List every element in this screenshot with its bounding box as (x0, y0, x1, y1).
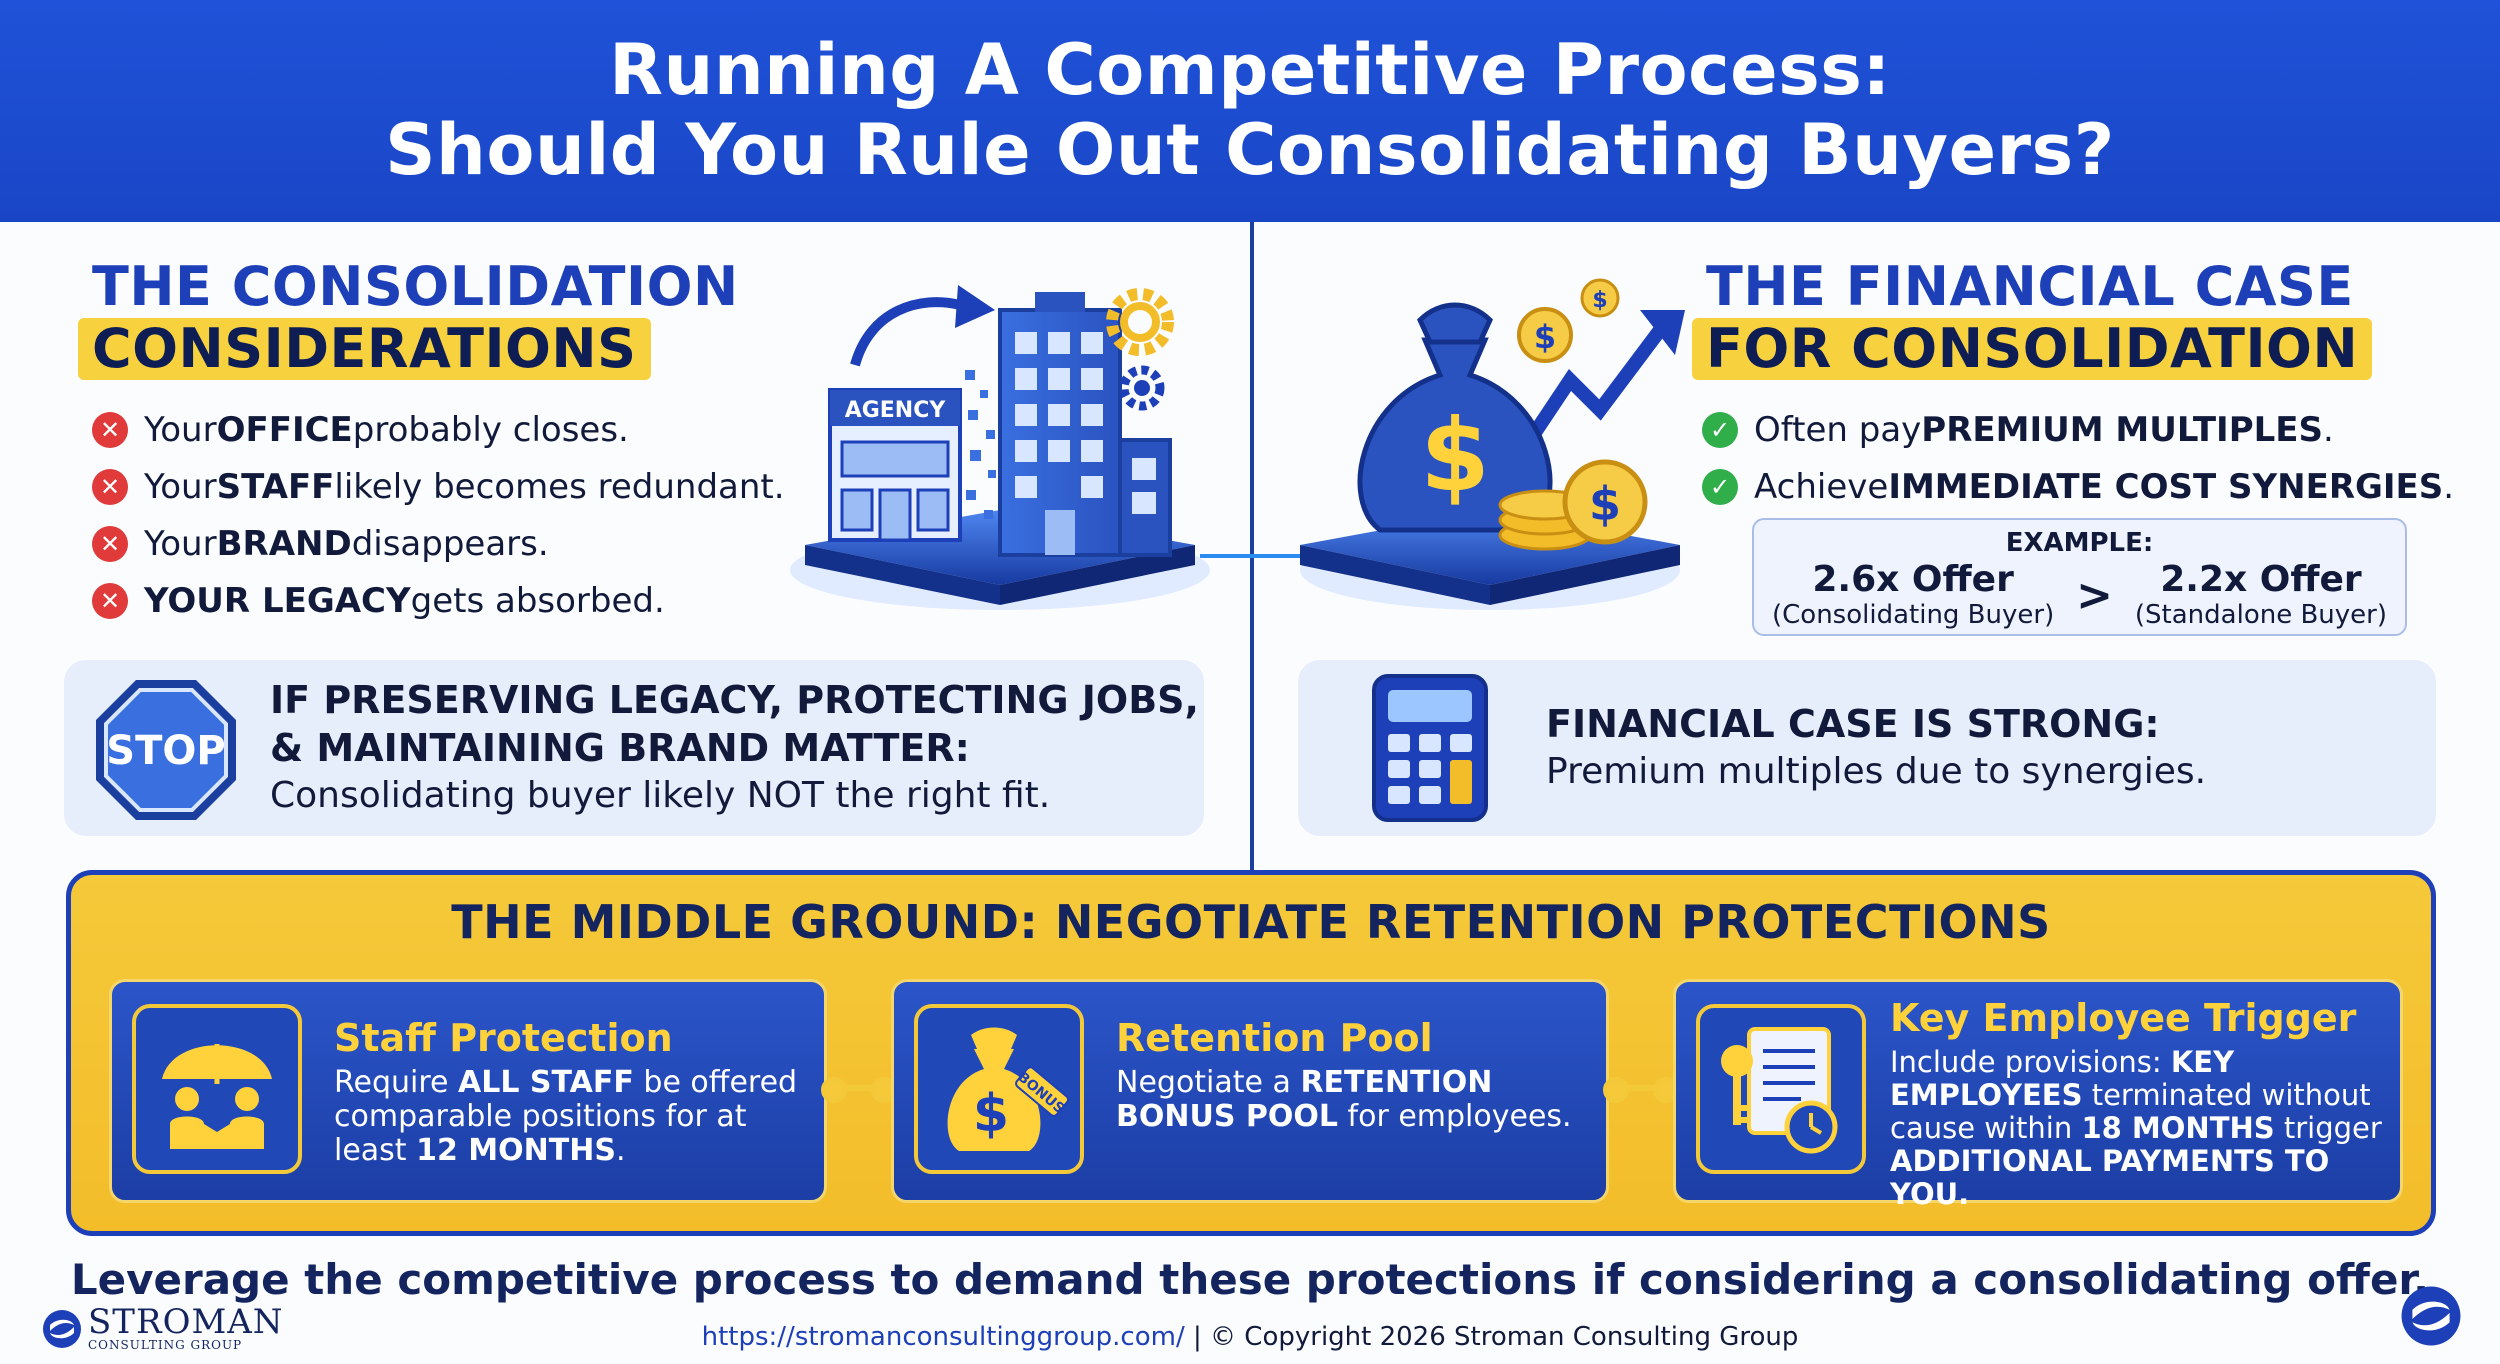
list-item: ✓Often pay PREMIUM MULTIPLES. (1702, 401, 2454, 458)
retention-pool-text: Negotiate a RETENTION BONUS POOL for emp… (1116, 1065, 1572, 1134)
umbrella-handshake-icon (162, 1044, 272, 1149)
card-connector (1603, 1077, 1679, 1103)
umbrella-icon-frame (132, 1004, 302, 1174)
example-box: EXAMPLE: 2.6x Offer (Consolidating Buyer… (1752, 518, 2407, 636)
stroman-logo-icon (2401, 1286, 2461, 1346)
coin-icon (1580, 278, 1620, 318)
key-employee-title: Key Employee Trigger (1890, 996, 2357, 1040)
financial-panel-text: Premium multiples due to synergies. (1546, 751, 2207, 792)
middle-ground-section: THE MIDDLE GROUND: NEGOTIATE RETENTION P… (66, 870, 2436, 1236)
standalone-offer: 2.2x Offer (2160, 559, 2362, 600)
retention-pool-title: Retention Pool (1116, 1016, 1433, 1060)
list-item: ✕Your BRAND disappears. (92, 515, 785, 572)
illustration-connector (1200, 554, 1310, 558)
card-connector (821, 1077, 897, 1103)
financial-heading: THE FINANCIAL CASE FOR CONSOLIDATION (1692, 255, 2373, 380)
consolidation-heading-line1: THE CONSOLIDATION (92, 255, 739, 318)
gear-icon (1106, 288, 1174, 356)
page-title-line1: Running A Competitive Process: (609, 29, 1891, 111)
greater-than-sign: > (2076, 569, 2113, 621)
financial-panel-heading: FINANCIAL CASE IS STRONG: (1546, 702, 2160, 746)
standalone-offer-label: (Standalone Buyer) (2134, 600, 2387, 630)
coin-icon (1517, 307, 1573, 363)
svg-text:$: $ (1534, 318, 1556, 356)
footer-message: Leverage the competitive process to dema… (70, 1255, 2430, 1304)
financial-panel: FINANCIAL CASE IS STRONG: Premium multip… (1298, 660, 2436, 836)
money-bag-icon-frame: $ BONUS (914, 1004, 1084, 1174)
consolidating-offer-label: (Consolidating Buyer) (1772, 600, 2055, 630)
gear-icon (1119, 365, 1165, 411)
contract-key-stopwatch-icon (1721, 1027, 1838, 1154)
legacy-panel: STOP IF PRESERVING LEGACY, PROTECTING JO… (64, 660, 1204, 836)
x-circle-icon: ✕ (92, 468, 128, 505)
key-employee-card: Key Employee Trigger Include provisions:… (1673, 979, 2403, 1211)
money-bag-illustration: $ $ $ $ (1300, 278, 1685, 610)
staff-protection-card: Staff Protection Require ALL STAFF be of… (109, 979, 827, 1203)
legacy-text: Consolidating buyer likely NOT the right… (270, 775, 1051, 816)
middle-ground-title: THE MIDDLE GROUND: NEGOTIATE RETENTION P… (451, 895, 2051, 949)
list-item: ✕YOUR LEGACY gets absorbed. (92, 572, 785, 629)
agency-merger-illustration: AGENCY (790, 285, 1210, 610)
example-label: EXAMPLE: (2005, 528, 2154, 558)
x-circle-icon: ✕ (92, 582, 128, 619)
website-link[interactable]: https://stromanconsultinggroup.com/ (701, 1322, 1185, 1352)
calculator-icon (1372, 674, 1488, 822)
consideration-list: ✕Your OFFICE probably closes. ✕Your STAF… (92, 401, 785, 629)
stop-sign-icon: STOP (96, 680, 236, 820)
page-title-line2: Should You Rule Out Consolidating Buyers… (385, 109, 2115, 191)
list-item: ✕Your STAFF likely becomes redundant. (92, 458, 785, 515)
column-divider (1250, 222, 1254, 870)
staff-protection-title: Staff Protection (334, 1016, 673, 1060)
coin-icon (1562, 459, 1648, 545)
list-item: ✕Your OFFICE probably closes. (92, 401, 785, 458)
consolidating-offer: 2.6x Offer (1812, 559, 2014, 600)
bonus-bag-icon: $ BONUS (947, 1027, 1069, 1151)
consolidation-heading: THE CONSOLIDATION CONSIDERATIONS (78, 255, 739, 380)
check-circle-icon: ✓ (1702, 411, 1738, 448)
x-circle-icon: ✕ (92, 525, 128, 562)
dollar-icon: $ (1420, 397, 1490, 514)
financial-heading-line1: THE FINANCIAL CASE (1706, 255, 2354, 318)
svg-text:$: $ (1589, 477, 1621, 531)
stroman-logo-icon (43, 1310, 81, 1348)
staff-protection-text: Require ALL STAFF be offered comparable … (334, 1065, 798, 1168)
footer-line: https://stromanconsultinggroup.com/ | © … (701, 1322, 1799, 1352)
retention-pool-card: $ BONUS Retention Pool Negotiate a RETEN… (891, 979, 1609, 1203)
header-banner: Running A Competitive Process: Should Yo… (0, 0, 2500, 222)
svg-text:STOP: STOP (106, 728, 225, 774)
list-item: ✓Achieve IMMEDIATE COST SYNERGIES. (1702, 458, 2454, 515)
svg-text:$: $ (1592, 288, 1607, 313)
company-logo: STROMAN CONSULTING GROUP (42, 1302, 284, 1352)
x-circle-icon: ✕ (92, 411, 128, 448)
financial-heading-line2: FOR CONSOLIDATION (1692, 318, 2373, 380)
copyright-text: © Copyright 2026 Stroman Consulting Grou… (1210, 1322, 1799, 1352)
key-employee-text: Include provisions: KEY EMPLOYEES termin… (1890, 1045, 2382, 1211)
financial-list: ✓Often pay PREMIUM MULTIPLES. ✓Achieve I… (1702, 401, 2454, 515)
svg-text:$: $ (973, 1084, 1009, 1144)
legacy-heading-line1: IF PRESERVING LEGACY, PROTECTING JOBS, (270, 678, 1199, 722)
check-circle-icon: ✓ (1702, 468, 1738, 505)
legacy-heading-line2: & MAINTAINING BRAND MATTER: (270, 726, 970, 770)
logo-subtitle: CONSULTING GROUP (88, 1338, 243, 1352)
logo-name: STROMAN (88, 1302, 284, 1342)
agency-sign: AGENCY (845, 398, 947, 423)
contract-icon-frame (1696, 1004, 1866, 1174)
consolidation-heading-line2: CONSIDERATIONS (78, 318, 651, 380)
